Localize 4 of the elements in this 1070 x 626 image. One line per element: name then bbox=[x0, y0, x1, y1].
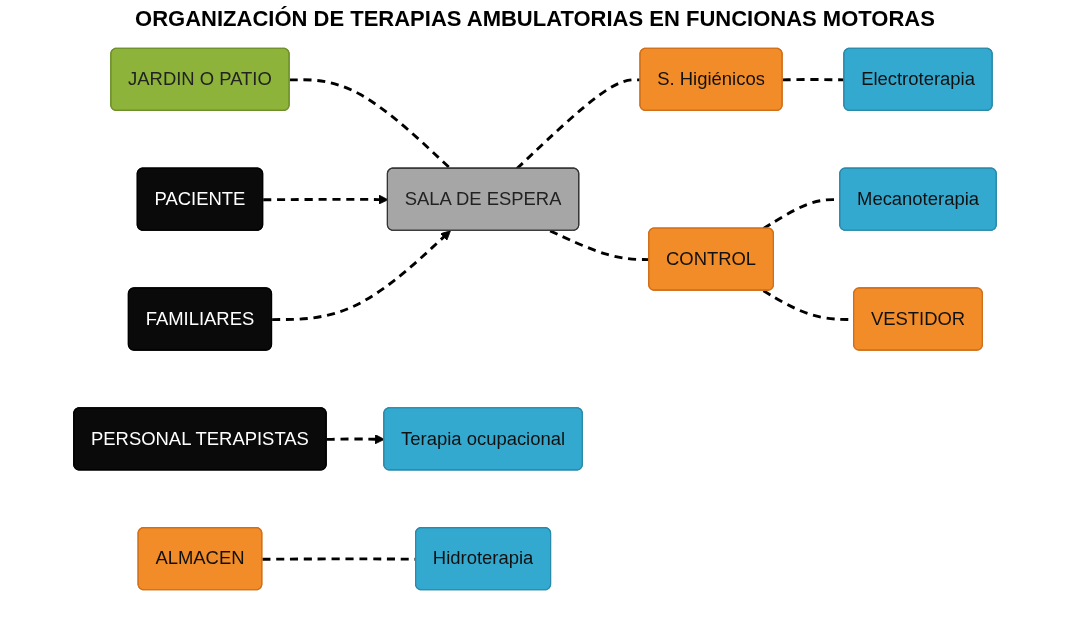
arrow bbox=[272, 230, 451, 321]
connector bbox=[289, 78, 452, 170]
connector bbox=[515, 78, 641, 170]
title: ORGANIZACIÓN DE TERAPIAS AMBULATORIAS EN FUNCIONAS MOTORAS bbox=[134, 6, 936, 32]
